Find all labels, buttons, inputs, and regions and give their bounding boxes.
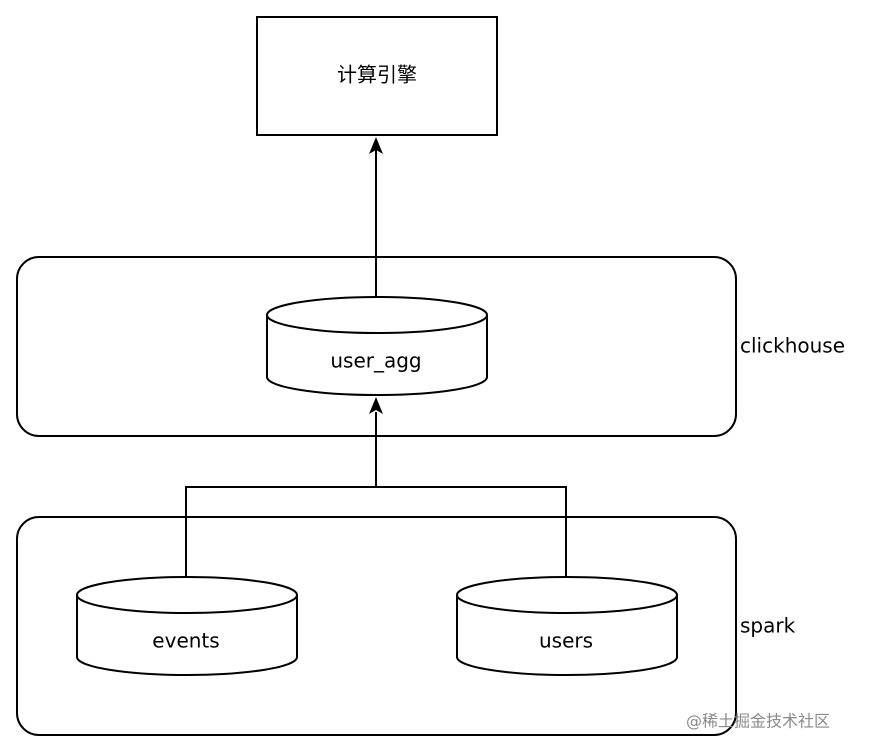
events-cylinder bbox=[76, 576, 298, 676]
users-label: users bbox=[539, 629, 593, 653]
arrowhead-user-agg bbox=[369, 397, 383, 414]
user-agg-label: user_agg bbox=[330, 349, 421, 373]
compute-engine-label: 计算引擎 bbox=[337, 63, 417, 87]
user-agg-cylinder bbox=[266, 296, 488, 396]
events-label: events bbox=[152, 629, 219, 653]
users-cylinder bbox=[456, 576, 678, 676]
spark-container bbox=[16, 516, 737, 736]
compute-engine-box bbox=[256, 16, 498, 136]
clickhouse-label: clickhouse bbox=[740, 334, 845, 358]
watermark-text: @稀土掘金技术社区 bbox=[686, 712, 830, 731]
edge-users-to-user-agg bbox=[376, 486, 567, 577]
edge-events-to-user-agg bbox=[185, 486, 376, 577]
spark-label: spark bbox=[740, 614, 796, 638]
arrowhead-compute-engine bbox=[369, 137, 383, 154]
